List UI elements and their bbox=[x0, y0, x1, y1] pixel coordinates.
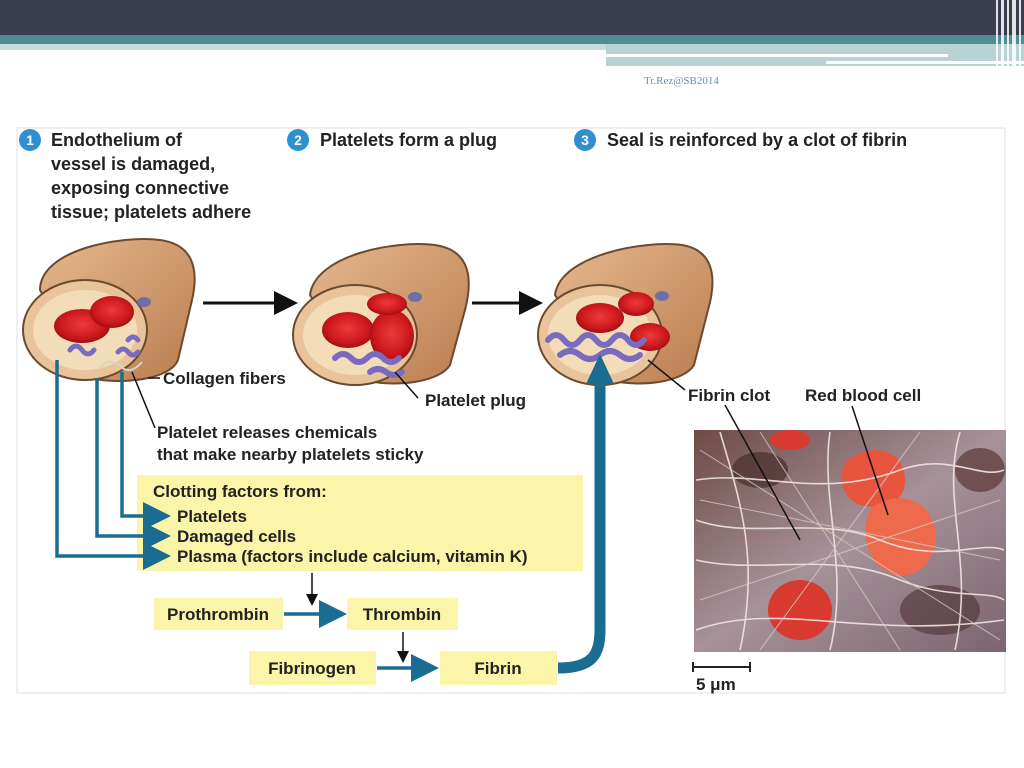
decorative-stripes bbox=[992, 0, 1024, 70]
leader-line bbox=[724, 404, 801, 541]
red-blood-cell bbox=[576, 303, 624, 333]
step-text-line: exposing connective bbox=[51, 178, 229, 198]
prothrombin-box bbox=[154, 598, 283, 630]
label-platelet-plug: Platelet plug bbox=[425, 391, 526, 410]
red-blood-cell bbox=[322, 312, 374, 348]
accent-bar bbox=[0, 35, 1024, 44]
leader-line bbox=[394, 371, 419, 399]
step-number: 3 bbox=[581, 132, 589, 148]
clotting-factors-box bbox=[137, 475, 583, 571]
step-2-heading: 2 Platelets form a plug bbox=[287, 129, 497, 151]
label-fibrin-clot: Fibrin clot bbox=[688, 386, 771, 405]
accent-line bbox=[606, 54, 948, 57]
scale-bar: 5 μm bbox=[692, 662, 751, 694]
step-number: 1 bbox=[26, 132, 34, 148]
factor-arrow-damaged-cells bbox=[95, 378, 171, 550]
label-red-blood-cell: Red blood cell bbox=[805, 386, 921, 405]
leader-line bbox=[131, 371, 156, 429]
vessel-plug-illustration bbox=[292, 243, 470, 386]
label-collagen-fibers: Collagen fibers bbox=[163, 369, 286, 388]
clotting-factor-item: Platelets bbox=[177, 507, 247, 526]
label-platelet-release: that make nearby platelets sticky bbox=[157, 445, 424, 464]
title-bar bbox=[0, 0, 1024, 35]
fibrinogen-label: Fibrinogen bbox=[268, 659, 356, 678]
leader-line bbox=[851, 405, 889, 516]
platelets bbox=[67, 334, 141, 358]
red-blood-cell bbox=[370, 310, 414, 362]
fibrinogen-box bbox=[249, 651, 376, 685]
slide-credit: Tr.Rez@SB2014 bbox=[644, 75, 719, 87]
factor-arrow-platelets bbox=[120, 372, 171, 530]
vessel-fibrin-illustration bbox=[537, 243, 714, 386]
step-text-line: vessel is damaged, bbox=[51, 154, 215, 174]
leader-line bbox=[647, 359, 686, 391]
step-text-line: Endothelium of bbox=[51, 130, 183, 150]
accent-line bbox=[826, 61, 1024, 64]
step-badge bbox=[19, 129, 41, 151]
sem-red-cell bbox=[770, 430, 810, 450]
prothrombin-label: Prothrombin bbox=[167, 605, 269, 624]
step-number: 2 bbox=[294, 132, 302, 148]
red-blood-cell bbox=[618, 292, 654, 316]
label-platelet-release: Platelet releases chemicals bbox=[157, 423, 377, 442]
step-text-line: Platelets form a plug bbox=[320, 130, 497, 150]
red-blood-cell bbox=[90, 296, 134, 328]
red-blood-cell bbox=[367, 293, 407, 315]
accent-strip-right bbox=[606, 44, 1024, 66]
factor-arrow-plasma bbox=[55, 360, 171, 570]
step-badge bbox=[574, 129, 596, 151]
sem-red-cell bbox=[768, 580, 832, 640]
collagen bbox=[99, 360, 143, 372]
step-badge bbox=[287, 129, 309, 151]
clotting-factors-title: Clotting factors from: bbox=[153, 482, 327, 501]
sem-micrograph bbox=[694, 404, 1006, 652]
fibrin-label: Fibrin bbox=[474, 659, 521, 678]
thrombin-box bbox=[347, 598, 458, 630]
step-text-line: Seal is reinforced by a clot of fibrin bbox=[607, 130, 907, 150]
clotting-factor-item: Damaged cells bbox=[177, 527, 296, 546]
step-text-line: tissue; platelets adhere bbox=[51, 202, 251, 222]
accent-strip-left bbox=[0, 44, 606, 50]
scale-label: 5 μm bbox=[696, 675, 736, 694]
fibrin-box bbox=[440, 651, 557, 685]
figure-frame bbox=[16, 127, 1006, 694]
step-1-heading: 1 Endothelium of vessel is damaged, expo… bbox=[19, 129, 251, 222]
vessel-damaged-illustration bbox=[22, 238, 196, 382]
clotting-factor-item: Plasma (factors include calcium, vitamin… bbox=[177, 547, 528, 566]
sem-red-cell bbox=[865, 498, 936, 576]
step-3-heading: 3 Seal is reinforced by a clot of fibrin bbox=[574, 129, 907, 151]
fibrin-return-arrowhead bbox=[586, 354, 614, 384]
thrombin-label: Thrombin bbox=[363, 605, 441, 624]
fibrin-return-arrow bbox=[557, 380, 606, 674]
